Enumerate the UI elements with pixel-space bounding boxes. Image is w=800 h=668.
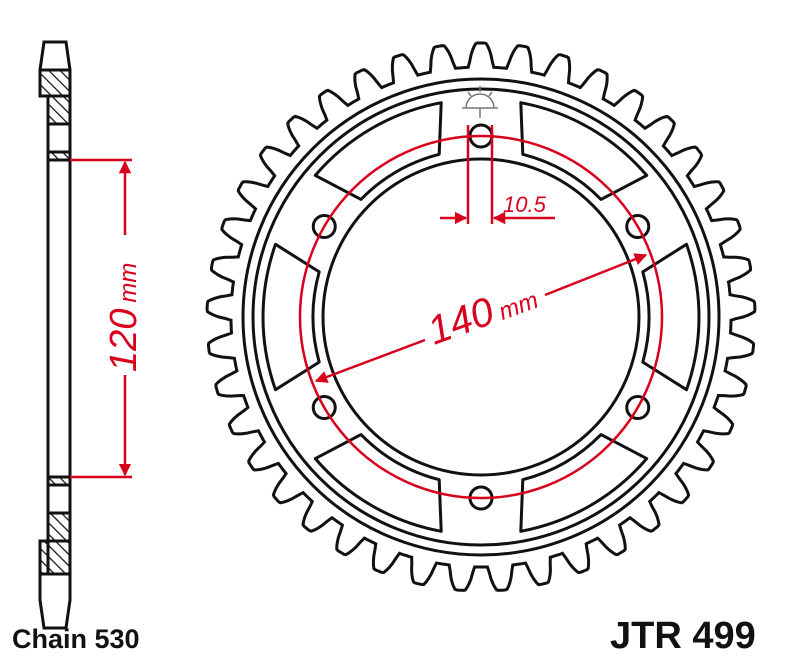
bolt-hole [625, 395, 651, 420]
sprocket-teeth [205, 41, 757, 592]
hole-dimension: 10.5 [440, 125, 555, 225]
side-profile [38, 40, 72, 630]
hole-size: 10.5 [503, 192, 547, 217]
bolt-circle-unit: mm [495, 287, 542, 326]
bolt-hole [625, 214, 651, 239]
bolt-hole [311, 395, 337, 420]
outer-ring [241, 77, 721, 557]
lightening-pocket [313, 101, 443, 201]
center-bore [321, 157, 641, 477]
logo-mark [462, 86, 498, 118]
lightening-pocket [261, 242, 321, 392]
offset-unit: mm [115, 263, 142, 303]
svg-text:120mm: 120 mm [103, 263, 145, 372]
inner-ring [251, 87, 711, 547]
bolt-circle-dimension: 140mm [314, 253, 648, 383]
chain-label: Chain 530 [12, 624, 140, 654]
bolt-hole [311, 214, 337, 239]
lightening-pocket [519, 433, 649, 533]
lightening-pocket [313, 433, 443, 533]
sprocket-face [205, 41, 757, 592]
lightening-pocket [641, 242, 701, 392]
offset-value: 120 [103, 309, 145, 372]
offset-dimension: 120 mm [70, 158, 145, 479]
lightening-pocket [519, 101, 649, 201]
bolt-circle-value: 140 [422, 289, 500, 353]
svg-text:140mm: 140mm [422, 274, 543, 354]
part-number: JTR 499 [610, 615, 756, 657]
bolt-circle [298, 134, 664, 500]
